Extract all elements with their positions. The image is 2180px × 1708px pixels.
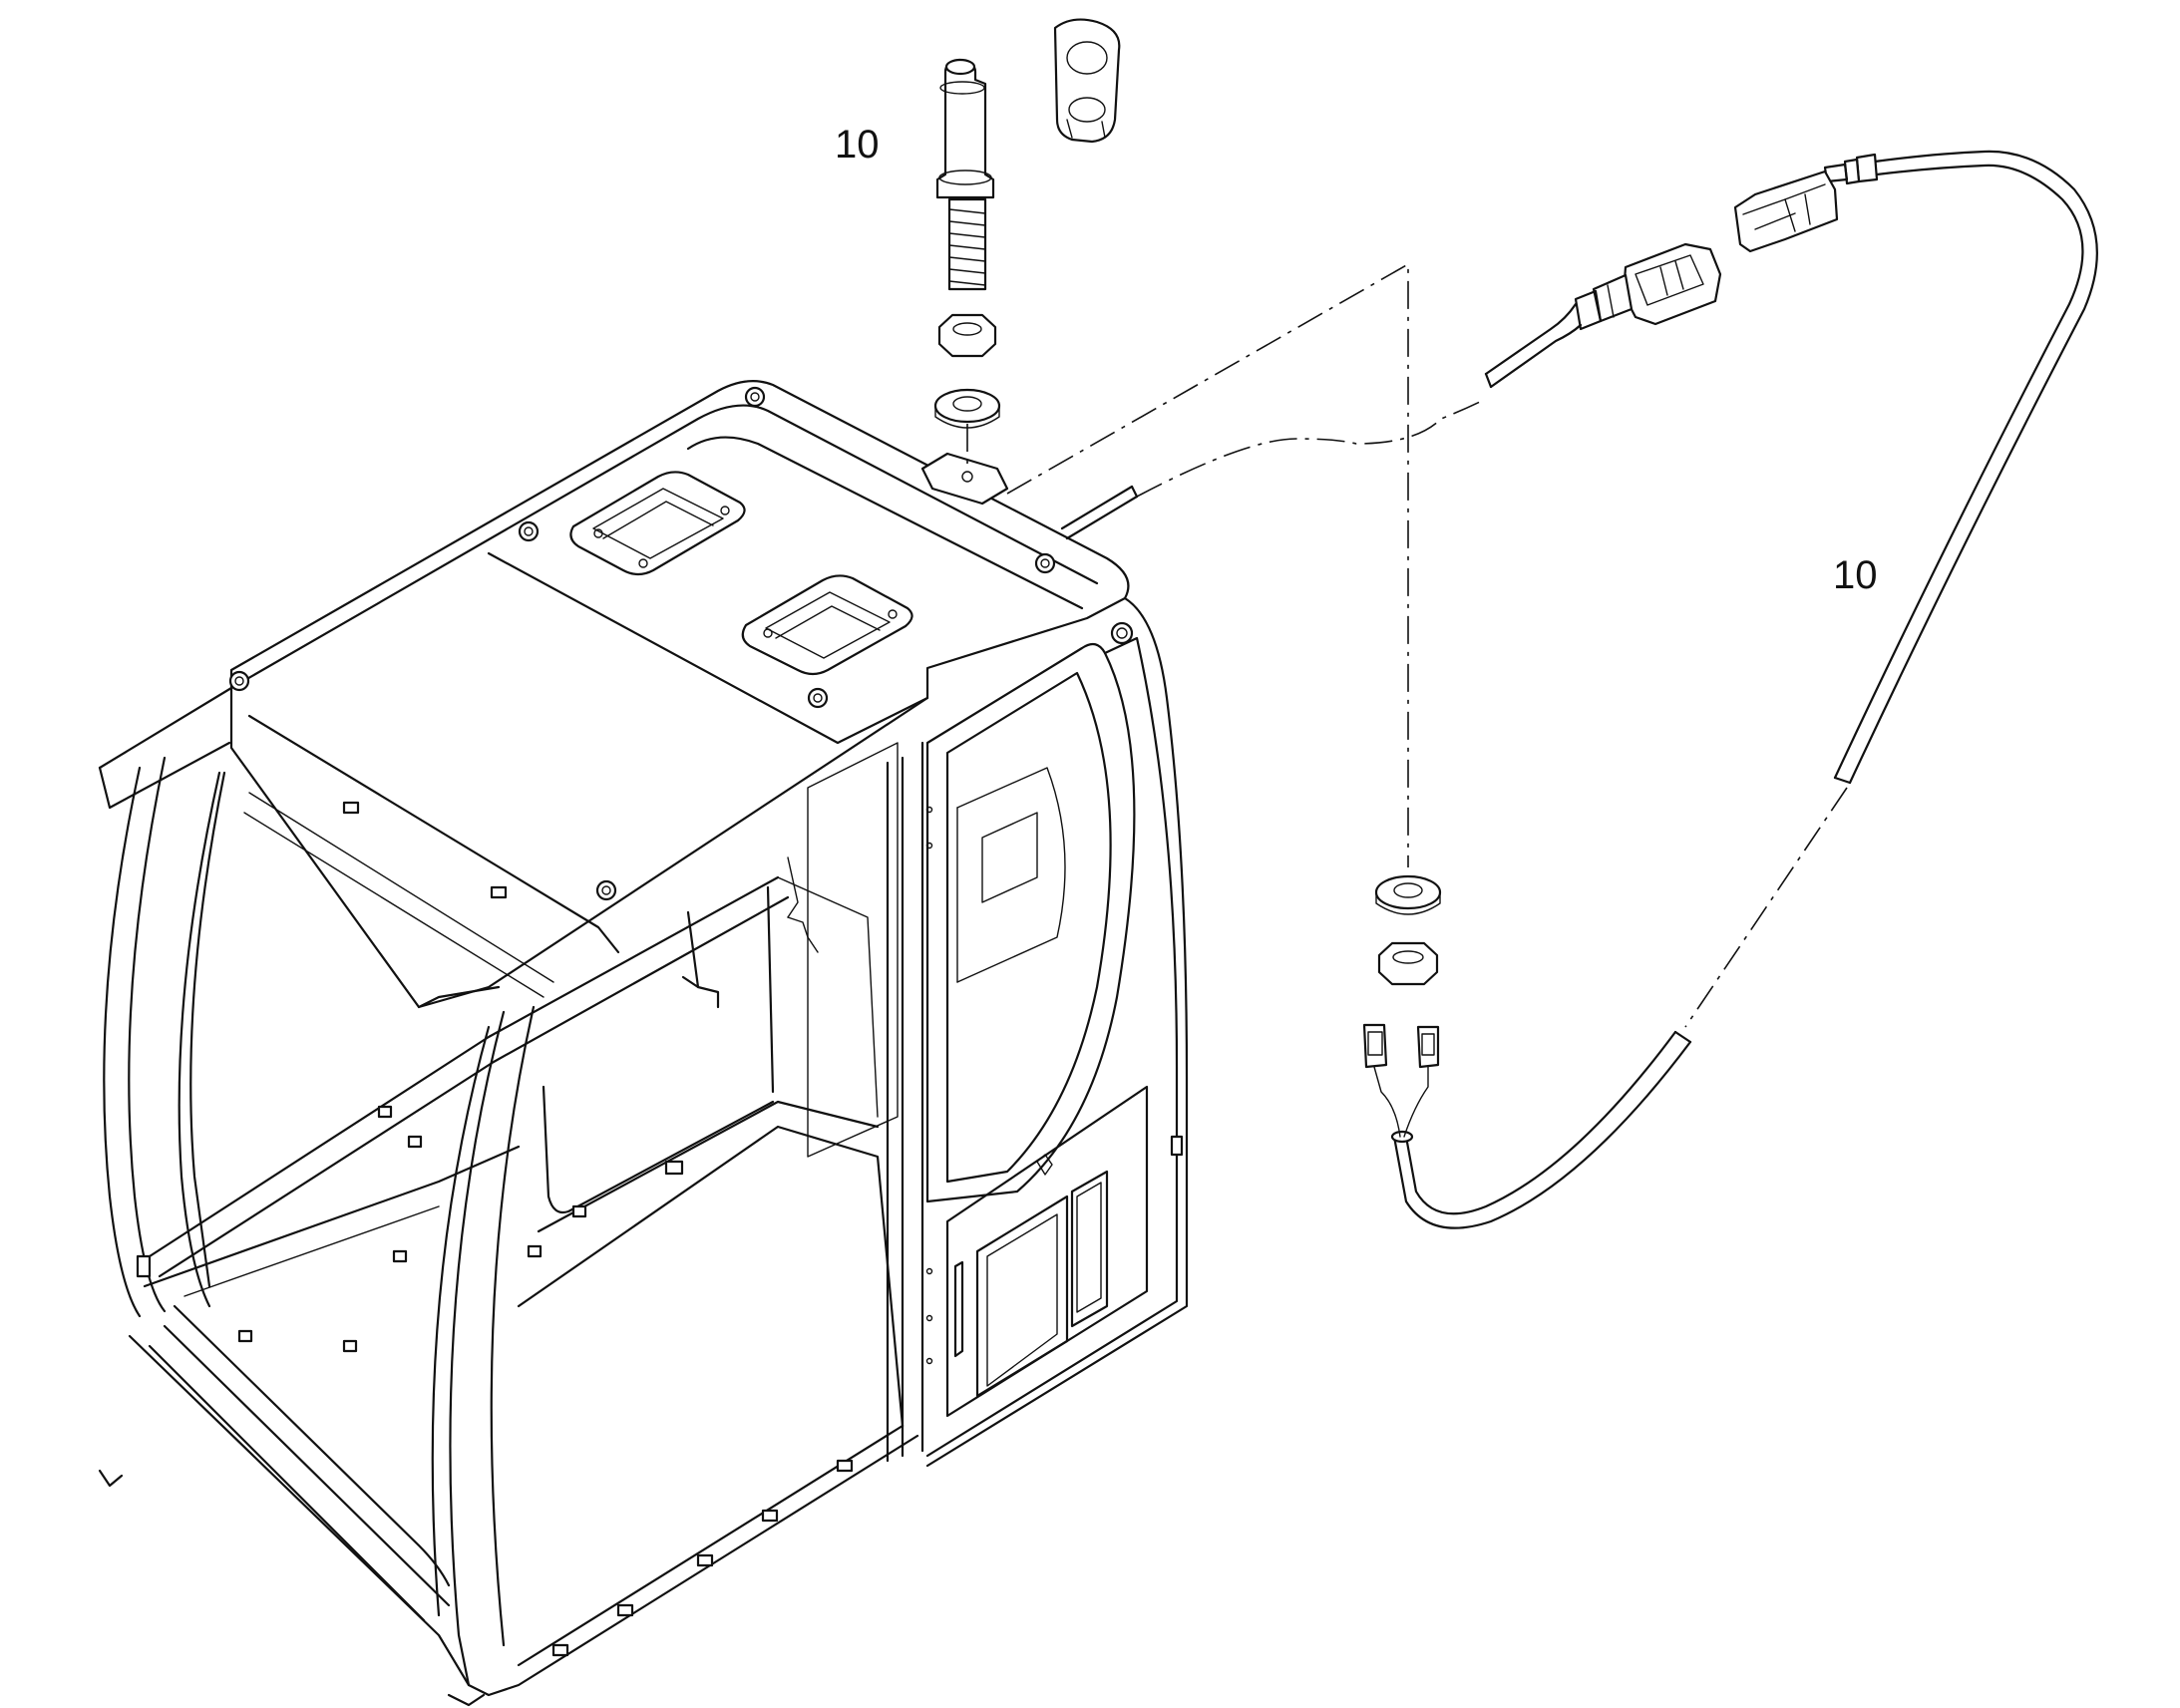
routing-lines (1006, 262, 1848, 1028)
roof-crossbeam-front (247, 714, 620, 954)
callout-harness: 10 (1833, 553, 1878, 597)
windshield-frame (189, 771, 226, 1288)
interior-rail-lower (143, 1145, 521, 1288)
rubber-cover (1053, 18, 1121, 144)
connector-male (1733, 170, 1839, 253)
switch-body (935, 58, 995, 199)
connector-female (1622, 242, 1722, 326)
front-sill (128, 1334, 919, 1697)
terminal-left (1362, 1023, 1388, 1069)
callout-switch: 10 (835, 123, 880, 167)
roof-crossbeam-mid (487, 551, 929, 745)
roof-front-edge (98, 404, 1099, 770)
cab-roof (229, 380, 1130, 1009)
roof-bolts (228, 386, 1134, 901)
wire-harness (1362, 150, 2098, 1229)
cab-frame (98, 380, 1189, 1707)
terminal-right (1416, 1025, 1440, 1069)
roof-hatch-rear (741, 574, 913, 676)
roof-hatch-front (569, 471, 746, 576)
rear-lower-panel (945, 1085, 1149, 1418)
front-left-pillar (103, 766, 142, 1318)
interior-rail-upper (148, 875, 780, 1258)
floor-frame (517, 1125, 905, 1428)
pigtail-wires (1373, 1066, 1401, 1138)
switch-assembly (933, 18, 1121, 464)
door-frame (925, 642, 1136, 1203)
harness-cable (1848, 150, 2098, 785)
washer-lower (1374, 874, 1442, 910)
frame-clips (136, 801, 1184, 1657)
back-window (807, 742, 899, 1158)
front-right-pillar (449, 1010, 506, 1687)
washer-top (933, 388, 1001, 424)
roof-crossbeam-rear (686, 436, 1084, 610)
harness-lower-cable (1404, 1030, 1677, 1215)
switch-mount-tab (920, 452, 1009, 506)
